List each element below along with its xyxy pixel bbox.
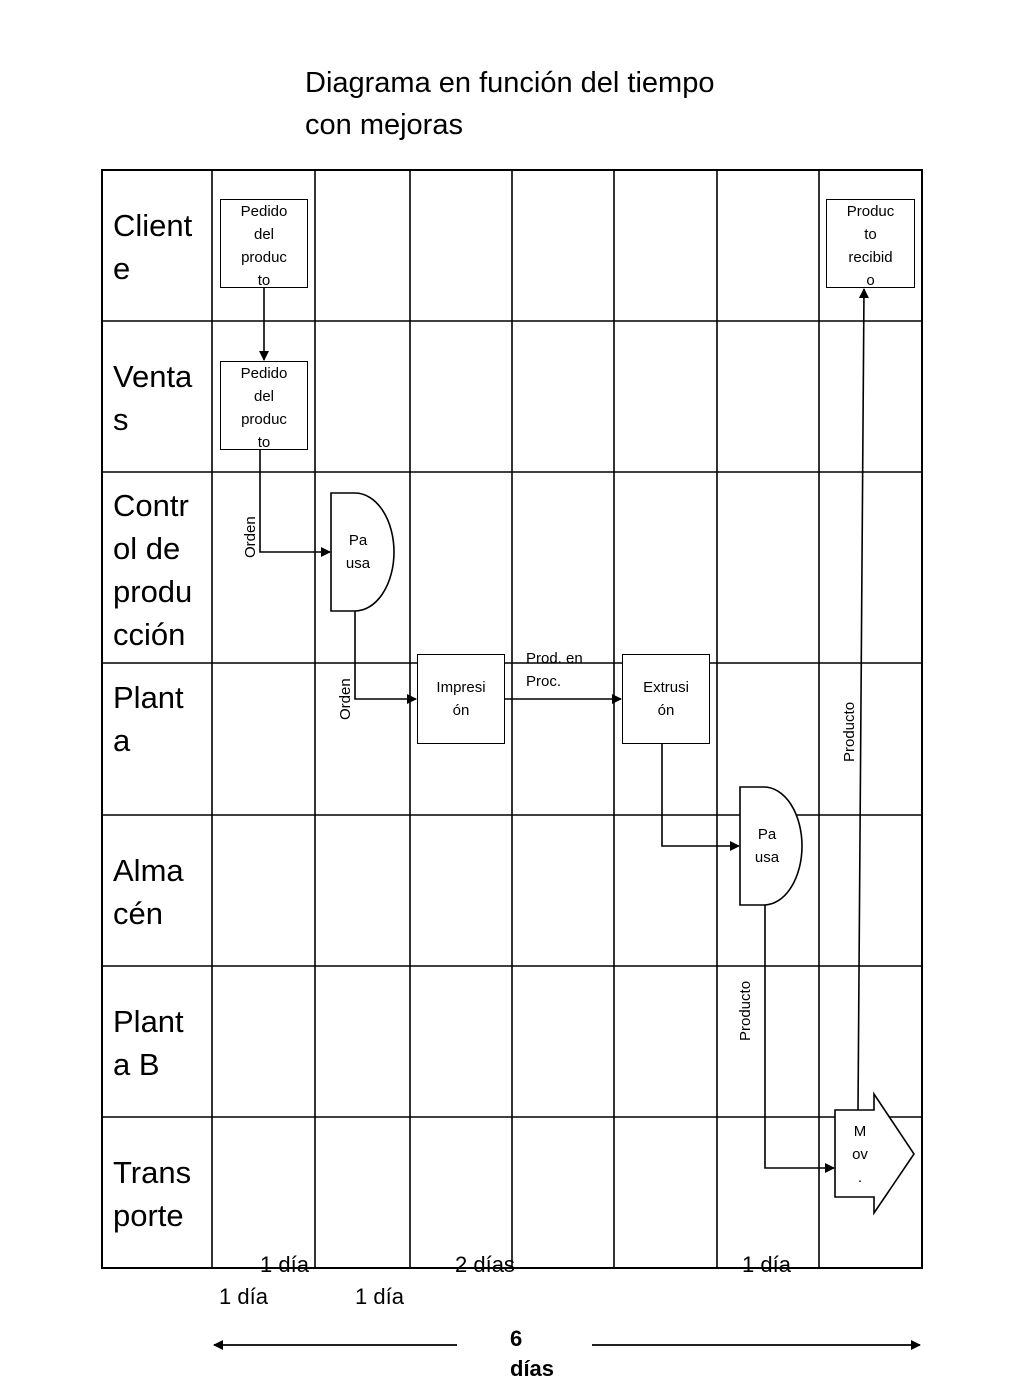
- flow-label-producto-1: Producto: [841, 701, 858, 762]
- delay-shape-almacen: [739, 786, 803, 906]
- grid-columns: [211, 170, 820, 1268]
- node-text: o: [866, 272, 875, 289]
- title-line-2: con mejoras: [305, 109, 463, 141]
- lane-label-line: e: [113, 251, 131, 286]
- lane-label-planta-b: Plant a B: [113, 1000, 209, 1086]
- node-text: usa: [754, 849, 780, 866]
- lane-label-ventas: Venta s: [113, 355, 209, 441]
- flow-ventas-pausa: [259, 450, 331, 557]
- flow-extrusion-pausa: [661, 743, 740, 851]
- node-text: ón: [657, 702, 675, 719]
- lane-label-line: cción: [113, 617, 186, 652]
- node-text: .: [857, 1169, 863, 1186]
- node-text: to: [257, 272, 271, 289]
- lane-label-cliente: Client e: [113, 204, 209, 290]
- node-pedido-cliente: Pedido del produc to: [220, 199, 308, 289]
- diagram-title: Diagrama en función del tiempo con mejor…: [305, 62, 825, 146]
- node-text: to: [257, 434, 271, 451]
- lane-label-line: Plant: [113, 1004, 184, 1039]
- lane-label-line: s: [113, 402, 129, 437]
- flow-pausa-impresion: [354, 611, 417, 704]
- lane-label-line: porte: [113, 1198, 184, 1233]
- node-text: Pedido: [240, 365, 288, 382]
- lane-label-control-produccion: Contr ol de produ cción: [113, 484, 209, 656]
- lane-label-line: Trans: [113, 1155, 192, 1190]
- total-duration: 6 días: [510, 1324, 554, 1384]
- lane-label-line: produ: [113, 574, 193, 609]
- duration-1: 1 día: [260, 1252, 309, 1277]
- flow-label-orden-1: Orden: [242, 516, 259, 558]
- flow-label-orden-2: Orden: [337, 678, 354, 720]
- node-pedido-ventas: Pedido del produc to: [220, 361, 308, 451]
- lane-label-planta: Plant a: [113, 676, 209, 762]
- node-pausa-control: Pa usa: [338, 529, 378, 575]
- node-impresion: Impresi ón: [417, 654, 505, 744]
- lane-label-line: Venta: [113, 359, 193, 394]
- lane-label-line: cén: [113, 896, 163, 931]
- flow-label-line: Prod. en: [526, 650, 583, 667]
- node-movimiento: M ov .: [840, 1120, 880, 1189]
- node-pausa-almacen: Pa usa: [747, 823, 787, 869]
- connectors: [259, 288, 869, 1173]
- flow-label-prod-en-proc: Prod. en Proc.: [526, 647, 583, 693]
- node-text: del: [253, 226, 275, 243]
- node-text: produc: [241, 411, 287, 428]
- node-text: Pedido: [240, 203, 288, 220]
- node-extrusion: Extrusi ón: [622, 654, 710, 744]
- flow-label-producto-2: Producto: [737, 980, 754, 1041]
- lane-label-line: a: [113, 723, 131, 758]
- lane-label-line: Client: [113, 208, 193, 243]
- lane-label-line: ol de: [113, 531, 181, 566]
- node-text: produc: [241, 249, 287, 266]
- lane-label-line: a B: [113, 1047, 160, 1082]
- duration-5: 1 día: [355, 1284, 404, 1309]
- total-value: 6: [510, 1326, 523, 1351]
- lane-label-transporte: Trans porte: [113, 1151, 209, 1237]
- flow-pausa-transporte: [764, 905, 835, 1173]
- node-text: recibid: [848, 249, 893, 266]
- total-unit: días: [510, 1356, 555, 1381]
- node-text: M: [853, 1123, 867, 1140]
- node-text: Impresi: [436, 679, 486, 696]
- node-producto-recibido: Produc to recibid o: [826, 199, 915, 289]
- node-text: Produc: [846, 203, 895, 220]
- duration-2: 2 días: [455, 1252, 515, 1277]
- node-text: ov: [852, 1146, 868, 1163]
- duration-3: 1 día: [742, 1252, 791, 1277]
- title-line-1: Diagrama en función del tiempo: [305, 67, 715, 99]
- node-text: ón: [452, 702, 470, 719]
- node-text: Pa: [757, 826, 777, 843]
- lane-label-line: Contr: [113, 488, 189, 523]
- node-text: Pa: [348, 532, 368, 549]
- flow-transporte-cliente: [857, 288, 869, 1111]
- lane-label-line: Alma: [113, 853, 184, 888]
- lane-label-almacen: Alma cén: [113, 849, 209, 935]
- delay-shape-control: [330, 492, 395, 612]
- duration-4: 1 día: [219, 1284, 268, 1309]
- transport-arrow-shape: [834, 1091, 915, 1216]
- node-text: to: [864, 226, 877, 243]
- lane-label-line: Plant: [113, 680, 184, 715]
- node-text: del: [253, 388, 275, 405]
- node-text: usa: [345, 555, 371, 572]
- flow-label-line: Proc.: [526, 673, 562, 690]
- node-text: Extrusi: [643, 679, 689, 696]
